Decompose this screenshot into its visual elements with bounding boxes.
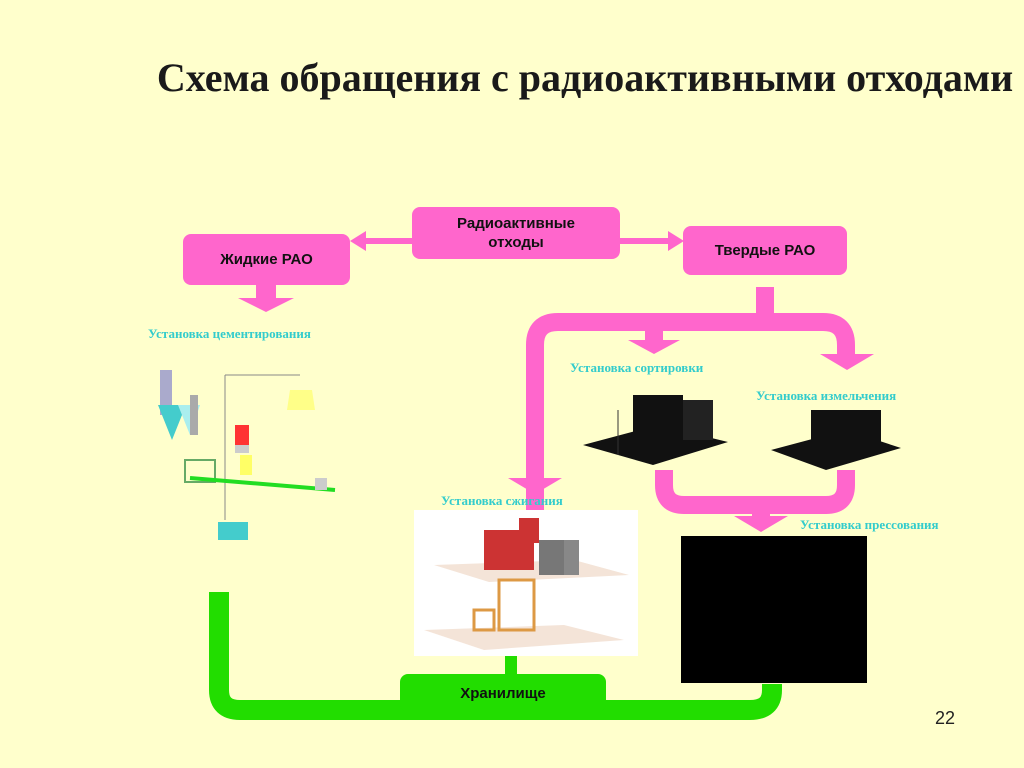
label-cementing: Установка цементирования	[148, 326, 311, 341]
arrow-to-solid	[620, 231, 684, 251]
green-connector-incineration	[505, 656, 517, 678]
label-sorting: Установка сортировки	[570, 360, 704, 375]
incineration-plant-image	[414, 510, 638, 656]
arrow-to-incineration	[508, 478, 562, 494]
label-pressing: Установка прессования	[800, 517, 939, 532]
box-storage: Хранилище	[400, 674, 606, 712]
pressing-plant-image	[681, 536, 867, 683]
pink-loop-lower	[655, 470, 855, 514]
arrow-liquid-down	[238, 285, 294, 312]
label-shredding: Установка измельчения	[756, 388, 897, 403]
page-number: 22	[935, 708, 956, 728]
label-incineration: Установка сжигания	[441, 493, 563, 508]
box-radioactive-waste: Радиоактивные отходы	[412, 207, 620, 259]
sorting-plant-image	[583, 395, 728, 465]
arrow-to-pressing	[734, 505, 788, 532]
pink-loop	[526, 313, 855, 515]
box-solid-waste: Твердые РАО	[683, 226, 847, 275]
box-liquid-waste: Жидкие РАО	[183, 234, 350, 285]
arrow-to-liquid	[350, 231, 414, 251]
cementing-plant-image	[158, 370, 336, 540]
arrow-to-shredding	[820, 354, 874, 370]
solid-trunk	[756, 287, 774, 315]
slide-title: Схема обращения с радиоактивными отходам…	[156, 55, 1014, 100]
arrow-to-sorting	[628, 330, 680, 354]
shredding-plant-image	[771, 410, 901, 470]
